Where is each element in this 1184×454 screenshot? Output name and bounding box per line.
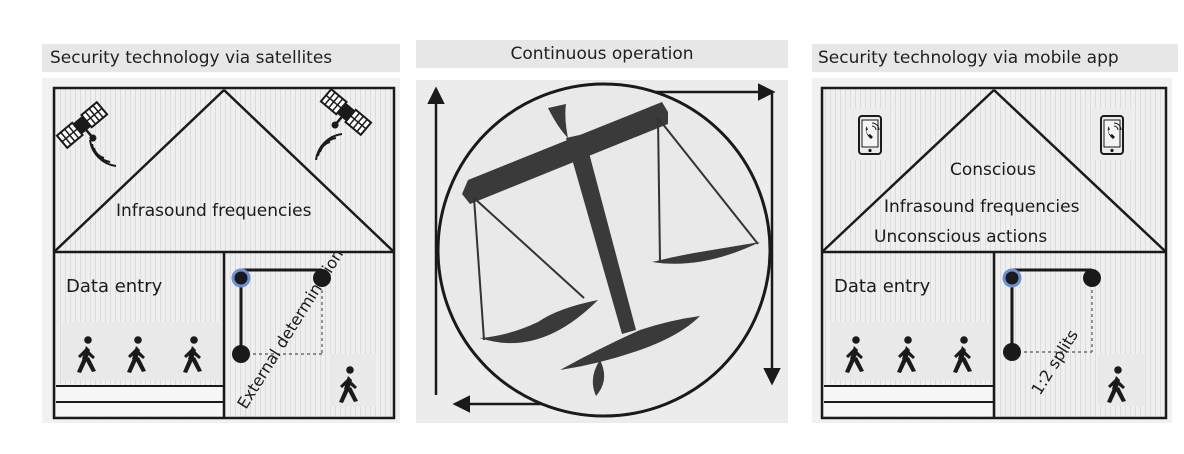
right-roof-label-infrasound: Infrasound frequencies: [884, 197, 1080, 217]
blue-node: [1002, 268, 1022, 288]
node: [313, 269, 331, 287]
left-node-diagram: [231, 268, 331, 363]
center-panel-title: Continuous operation: [416, 40, 788, 68]
left-panel-title: Security technology via satellites: [42, 44, 400, 72]
node: [232, 345, 250, 363]
right-roof-label-unconscious: Unconscious actions: [874, 227, 1047, 247]
node: [1083, 269, 1101, 287]
right-room-label: Data entry: [834, 276, 931, 297]
right-panel-title: Security technology via mobile app: [812, 44, 1178, 72]
blue-node: [231, 268, 251, 288]
node: [1003, 343, 1021, 361]
left-roof-label: Infrasound frequencies: [116, 201, 312, 221]
right-roof-label-conscious: Conscious: [950, 160, 1036, 180]
left-room-label: Data entry: [66, 276, 163, 297]
right-node-diagram: [1002, 268, 1101, 361]
signal-waves-icon: [315, 133, 343, 161]
signal-waves-icon: [89, 139, 117, 167]
balance-scale-icon: [462, 102, 760, 396]
